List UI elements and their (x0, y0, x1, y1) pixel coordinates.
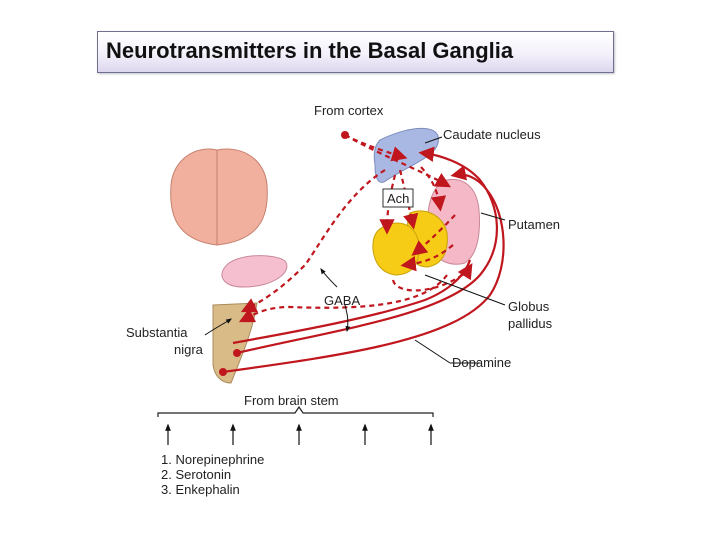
leader-lines (204, 136, 506, 364)
basal-ganglia-diagram: Ach From cortex Caudate nucleus Putamen … (125, 95, 571, 505)
list-item-serotonin: 2. Serotonin (161, 467, 231, 482)
putamen-to-globus-path-2 (400, 244, 454, 272)
dopamine-path-inner (232, 259, 472, 345)
list-item-norepinephrine: 1. Norepinephrine (161, 452, 264, 467)
list-item-enkephalin: 3. Enkephalin (161, 482, 240, 497)
thalamus-shape (221, 255, 288, 288)
cortex-shape (170, 148, 268, 246)
slide-title: Neurotransmitters in the Basal Ganglia (106, 38, 514, 63)
ach-interneuron-path (420, 166, 447, 212)
diagram-svg: Ach From cortex Caudate nucleus Putamen … (126, 103, 560, 497)
pallidus-label: pallidus (508, 316, 553, 331)
brain-stem-brace (157, 405, 434, 417)
gaba-striatonigral-path-3 (391, 263, 473, 292)
ach-box (382, 188, 414, 208)
gaba-label: GABA (324, 293, 360, 308)
nigra-label: nigra (174, 342, 204, 357)
gaba-striatonigral-path-1 (240, 169, 386, 313)
putamen-label: Putamen (508, 217, 560, 232)
pathways (219, 131, 505, 376)
brain-stem-arrows (165, 423, 434, 445)
globus-label: Globus (508, 299, 550, 314)
from-brain-stem-label: From brain stem (244, 393, 339, 408)
dopamine-label: Dopamine (452, 355, 511, 370)
ach-label: Ach (387, 191, 409, 206)
title-box: Neurotransmitters in the Basal Ganglia (97, 31, 614, 73)
dopamine-path-putamen (222, 165, 505, 374)
gaba-striatonigral-path-2 (238, 274, 448, 323)
caudate-nucleus-shape (373, 127, 439, 183)
from-cortex-label: From cortex (314, 103, 384, 118)
substantia-label: Substantia (126, 325, 188, 340)
caudate-nucleus-label: Caudate nucleus (443, 127, 541, 142)
cortex-to-putamen-path (344, 134, 452, 188)
putamen-to-globus-path (411, 214, 456, 256)
